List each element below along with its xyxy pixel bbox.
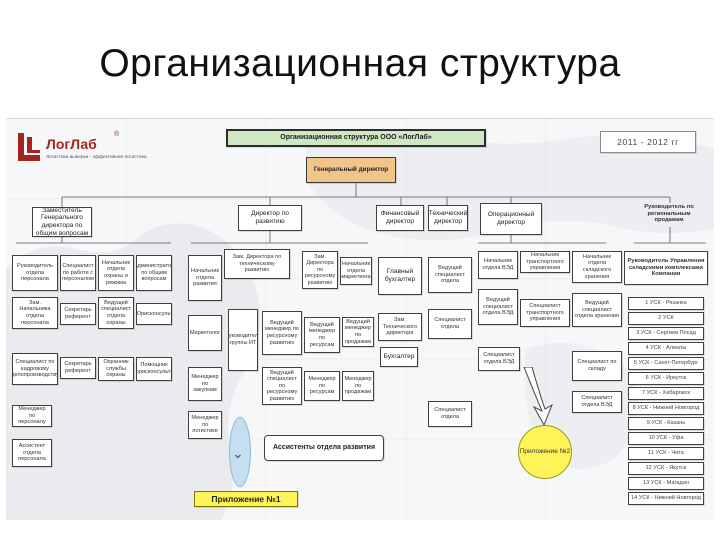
regional-unit: 12 УСК - Якутск xyxy=(628,462,704,475)
deputy-unit: Администратор по общим вопросам xyxy=(136,255,172,291)
regional-unit: 5 УСК - Санкт-Петербург xyxy=(628,357,704,370)
development-unit: Менеджер по ресурсам xyxy=(304,371,340,401)
operations-unit: Начальник транспортного управления xyxy=(520,251,570,273)
logo-name: ЛогЛаб xyxy=(46,136,97,152)
appendix-1-link[interactable]: Приложение №1 xyxy=(194,491,298,507)
development-unit: Начальник отдела маркетинга xyxy=(340,257,372,285)
regional-unit: 6 УСК - Иркутск xyxy=(628,372,704,385)
operations-unit: Ведущий специалист отдела хранения xyxy=(572,293,622,327)
development-unit: Менеджер по продажам xyxy=(342,371,374,401)
director-deputy: Заместитель Генерального директора по об… xyxy=(32,207,92,237)
deputy-unit: Секретарь референт xyxy=(60,303,96,325)
regional-head: Руководитель Управления складскими компл… xyxy=(624,251,708,285)
loglab-logo-mark xyxy=(18,133,40,161)
appendix-2-link[interactable]: Приложение №2 xyxy=(518,425,572,479)
org-chart: ЛогЛаб ® Логистика выверки - эффективная… xyxy=(6,118,714,520)
development-unit: Ведущий специалист по ресурсному развити… xyxy=(262,367,302,405)
operations-unit: Специалист отдела ВЭД xyxy=(572,391,622,413)
deputy-unit: Менеджер по персоналу xyxy=(12,405,52,427)
regional-unit: 3 УСК - Сергиев Посад xyxy=(628,327,704,340)
slide-title: Организационная структура xyxy=(99,42,621,85)
regional-unit: 14 УСК - Нижний Новгород xyxy=(628,492,704,505)
director-finance: Финансовый директор xyxy=(376,205,424,231)
director-development: Директор по развитию xyxy=(238,205,302,231)
development-unit: Зам. Директора по ресурсному развитию xyxy=(302,251,338,289)
down-arrow-icon: ⌄ xyxy=(232,445,244,461)
blue-oval-marker xyxy=(229,417,251,487)
deputy-unit: Помощник юрисконсульта xyxy=(136,357,172,381)
operations-unit: Специалист по складу xyxy=(572,351,622,381)
deputy-unit: Ассистент отдела персонала xyxy=(12,439,52,467)
deputy-unit: Руководитель отдела персонала xyxy=(12,255,58,291)
deputy-unit: Начальник отдела охраны и режима xyxy=(98,255,134,291)
development-unit: Ведущий менеджер по ресурсам xyxy=(304,317,340,353)
regional-unit: 7 УСК - Хабаровск xyxy=(628,387,704,400)
deputy-unit: Зам. Начальника отдела персонала xyxy=(12,297,58,329)
deputy-unit: Специалист по кадровому делопроизводству xyxy=(12,353,58,385)
regional-unit: 4 УСК - Алматы xyxy=(628,342,704,355)
chart-banner: Организационная структура ООО «ЛогЛаб» xyxy=(226,129,486,147)
technical-unit: Зам. Технического директора xyxy=(378,313,422,341)
technical-unit: Специалист отдела xyxy=(428,401,472,427)
operations-unit: Начальник отдела ВЭД xyxy=(478,251,518,279)
director-regions: Руководитель по региональным продажам xyxy=(644,204,694,224)
regional-unit: 10 УСК - Уфа xyxy=(628,432,704,445)
deputy-unit: Охранник службы охраны xyxy=(98,357,134,381)
regional-unit: 2 УСК xyxy=(628,312,704,325)
deputy-unit: Специалист по работе с персоналом xyxy=(60,255,96,291)
ceo-box: Генеральный директор xyxy=(306,157,396,183)
technical-unit: Ведущий специалист отдела xyxy=(428,257,472,293)
development-unit: Менеджер по закупкам xyxy=(188,367,222,401)
finance-unit: Главный бухгалтер xyxy=(378,257,422,295)
deputy-unit: Ведущий специалист отдела охраны xyxy=(98,297,134,329)
development-unit: Начальник отдела развития xyxy=(188,255,222,301)
deputy-unit: Юрисконсульт xyxy=(136,303,172,325)
development-unit: Менеджер по логистике xyxy=(188,411,222,439)
development-unit: Руководитель группы ИТ xyxy=(228,309,258,371)
operations-unit: Ведущий специалист отдела ВЭД xyxy=(478,289,518,325)
arrow-icon xyxy=(523,367,553,427)
logo-tagline: Логистика выверки - эффективная логистик… xyxy=(46,155,147,160)
director-technical: Технический директор xyxy=(428,205,468,231)
regional-unit: 8 УСК - Нижний Новгород xyxy=(628,402,704,415)
regional-unit: 1 УСК - Рязанка xyxy=(628,297,704,310)
regional-unit: 9 УСК - Казань xyxy=(628,417,704,430)
operations-unit: Специалист транспортного управления xyxy=(520,299,570,327)
finance-unit: Бухгалтер xyxy=(380,347,418,367)
operations-unit: Специалист отдела ВЭД xyxy=(478,347,520,371)
development-unit: Зам. Директора по техническому развитию xyxy=(224,249,290,279)
assistants-box: Ассистенты отдела развития xyxy=(264,435,384,461)
director-operations: Операционный директор xyxy=(480,203,542,235)
logo-registered-mark: ® xyxy=(114,131,120,138)
connector-lines xyxy=(16,183,706,244)
deputy-unit: Секретарь референт xyxy=(60,357,96,379)
development-unit: Маркетолог xyxy=(188,315,222,351)
development-unit: Ведущий менеджер по ресурсному развитию xyxy=(262,311,302,355)
development-unit: Ведущий менеджер по продажам xyxy=(342,317,374,347)
chart-dates: 2011 - 2012 гг xyxy=(600,131,696,153)
regional-unit: 11 УСК - Чита xyxy=(628,447,704,460)
technical-unit: Специалист отдела xyxy=(428,309,472,339)
regional-unit: 13 УСК - Магадан xyxy=(628,477,704,490)
operations-unit: Начальник отдела складского хранения xyxy=(572,251,622,283)
loglab-logo: ЛогЛаб ® Логистика выверки - эффективная… xyxy=(16,129,164,177)
